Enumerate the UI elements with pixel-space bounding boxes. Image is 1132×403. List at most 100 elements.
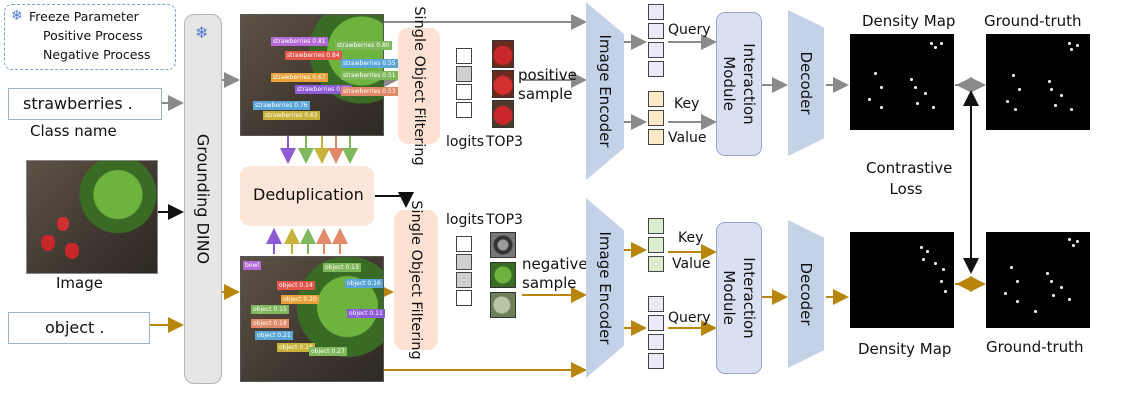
- key-token: [648, 91, 664, 107]
- legend: ❄ Freeze Parameter Positive Process Nega…: [4, 4, 176, 70]
- detection-label: strawberries 0.53: [341, 87, 398, 96]
- top3-label-top: TOP3: [486, 134, 523, 150]
- density-dot: [940, 42, 943, 45]
- detection-label: strawberries 0.55: [341, 59, 398, 68]
- query-token: [648, 23, 664, 39]
- density-map-top: [850, 34, 954, 130]
- density-dot: [1012, 74, 1015, 77]
- deduplication-block: Deduplication: [240, 166, 374, 226]
- image-encoder-label-bottom: Image Encoder: [596, 231, 614, 345]
- input-image: [26, 160, 158, 274]
- detection-label: object 0.14: [277, 281, 315, 290]
- density-dot: [914, 86, 917, 89]
- query-token: [648, 296, 664, 312]
- density-dot: [1018, 88, 1021, 91]
- positive-thumb: [492, 70, 514, 98]
- query-token: [648, 353, 664, 369]
- density-dot: [1050, 280, 1053, 283]
- density-dot: [910, 78, 913, 81]
- density-dot: [940, 280, 943, 283]
- query-token: [648, 61, 664, 77]
- density-dot: [1076, 44, 1079, 47]
- single-object-filtering-top: Single Object Filtering: [398, 6, 440, 166]
- logit-cell: [456, 254, 472, 270]
- query-label-top: Query: [668, 22, 711, 38]
- logit-cell: [456, 84, 472, 100]
- density-dot: [944, 290, 947, 293]
- density-dot: [1004, 292, 1007, 295]
- ground-truth-title-bottom: Ground-truth: [986, 338, 1084, 356]
- value-token: [648, 256, 664, 272]
- detection-label: object 0.11: [347, 309, 385, 318]
- detection-label: strawberries 0.84: [285, 51, 342, 60]
- detection-label: object 0.18: [251, 319, 289, 328]
- class-name-text: strawberries .: [23, 94, 133, 113]
- density-dot: [1016, 280, 1019, 283]
- snowflake-icon: ❄: [11, 8, 23, 24]
- positive-thumb: [492, 100, 514, 128]
- detection-label: object 0.21: [255, 331, 293, 340]
- decoder-top: Decoder: [788, 10, 824, 156]
- density-dot: [924, 92, 927, 95]
- ground-truth-map-top: [986, 34, 1090, 130]
- query-label-bottom: Query: [668, 310, 711, 326]
- query-tokens-top: [648, 4, 666, 84]
- detection-label: strawberries 0.76: [253, 101, 310, 110]
- detection-label: strawberries 0.80: [335, 41, 392, 50]
- interaction-module-label-bottom: Interaction Module: [720, 257, 758, 339]
- class-name-input: strawberries .: [8, 88, 162, 120]
- deduplication-label: Deduplication: [253, 185, 364, 204]
- key-token: [648, 237, 664, 253]
- density-dot: [1054, 104, 1057, 107]
- detection-label: object 0.16: [277, 343, 315, 352]
- interaction-module-top: Interaction Module: [716, 12, 762, 156]
- class-name-caption: Class name: [30, 122, 117, 140]
- legend-negative-label: Negative Process: [43, 47, 151, 62]
- key-label-bottom: Key: [678, 230, 704, 246]
- logit-cell: [456, 102, 472, 118]
- strawberry-shape: [41, 235, 55, 251]
- top3-label-bottom: TOP3: [486, 212, 523, 228]
- density-dot: [922, 258, 925, 261]
- density-dot: [932, 106, 935, 109]
- density-dot: [1048, 80, 1051, 83]
- logits-label-bottom: logits: [446, 212, 485, 228]
- density-dot: [920, 246, 923, 249]
- density-dot: [1050, 88, 1053, 91]
- density-dot: [1010, 266, 1013, 269]
- density-dot: [1068, 298, 1071, 301]
- density-dot: [934, 46, 937, 49]
- logit-cell: [456, 66, 472, 82]
- grounding-dino-block: ❄ Grounding DINO: [184, 14, 222, 384]
- query-tokens-bottom: [648, 296, 666, 376]
- density-dot: [1014, 108, 1017, 111]
- negative-thumb: [490, 292, 516, 318]
- logits-column-bottom: [456, 236, 476, 310]
- value-token: [648, 129, 664, 145]
- detection-label: strawberries 0.81: [271, 37, 328, 46]
- decoder-label-top: Decoder: [797, 51, 815, 115]
- value-label-bottom: Value: [672, 256, 711, 272]
- density-dot: [1068, 42, 1071, 45]
- strawberry-shape: [65, 243, 79, 259]
- density-dot: [934, 262, 937, 265]
- density-dot: [1068, 238, 1071, 241]
- density-dot: [1070, 108, 1073, 111]
- image-encoder-bottom: Image Encoder: [586, 198, 624, 378]
- density-dot: [916, 102, 919, 105]
- sof-label-top: Single Object Filtering: [411, 6, 427, 166]
- image-encoder-top: Image Encoder: [586, 2, 624, 180]
- positive-sample-label: positive sample: [518, 66, 577, 103]
- detection-label: strawberries 0.62: [295, 85, 352, 94]
- density-dot: [926, 250, 929, 253]
- density-dot: [880, 86, 883, 89]
- density-dot: [1046, 272, 1049, 275]
- density-dot: [1060, 94, 1063, 97]
- density-dot: [1070, 48, 1073, 51]
- density-dot: [874, 72, 877, 75]
- density-map-bottom: [850, 232, 954, 328]
- logit-cell: [456, 290, 472, 306]
